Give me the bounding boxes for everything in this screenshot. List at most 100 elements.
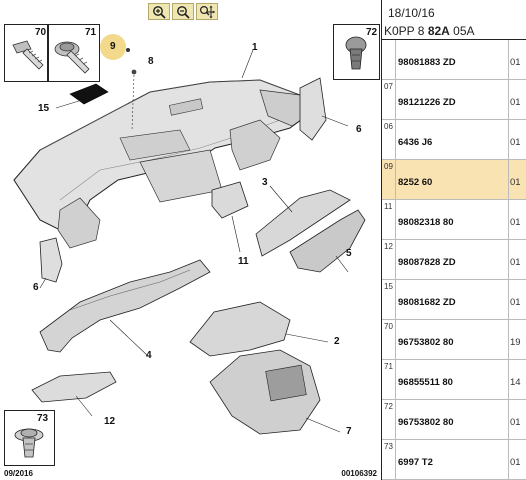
parts-row[interactable]: 07 98121226 ZD 01 — [382, 80, 526, 120]
parts-row[interactable]: 12 98087828 ZD 01 — [382, 240, 526, 280]
column-divider — [508, 360, 509, 399]
row-index-column — [382, 440, 396, 479]
callout-7[interactable]: 7 — [346, 426, 352, 437]
part-number[interactable]: 98082318 80 — [398, 217, 454, 228]
column-divider — [508, 280, 509, 319]
ref-box-71[interactable]: 71 — [48, 24, 100, 82]
part-6-left-bracket[interactable] — [39, 237, 63, 283]
callout-6-left[interactable]: 6 — [33, 282, 39, 293]
callout-12[interactable]: 12 — [104, 416, 116, 427]
callout-9[interactable]: 9 — [110, 41, 116, 52]
part-9-clip[interactable] — [126, 48, 130, 52]
part-4-crossbeam[interactable] — [39, 259, 211, 353]
column-divider — [508, 40, 509, 79]
row-index-column — [382, 400, 396, 439]
callout-6-right[interactable]: 6 — [356, 124, 362, 135]
parts-row[interactable]: 06 6436 J6 01 — [382, 120, 526, 160]
ref-box-label: 71 — [85, 27, 97, 38]
part-number[interactable]: 96753802 80 — [398, 417, 454, 428]
row-index: 12 — [384, 242, 393, 251]
row-index: 07 — [384, 82, 393, 91]
zoom-out-icon — [177, 5, 190, 19]
zoom-out-button[interactable] — [172, 3, 194, 20]
part-number[interactable]: 98081883 ZD — [398, 57, 456, 68]
ref-box-label: 72 — [366, 27, 378, 38]
row-index-column — [382, 320, 396, 359]
part-number[interactable]: 98087828 ZD — [398, 257, 456, 268]
part-quantity: 01 — [510, 257, 521, 268]
part-quantity: 01 — [510, 297, 521, 308]
column-divider — [508, 240, 509, 279]
part-6-right-bracket[interactable] — [299, 77, 327, 141]
row-index: 15 — [384, 282, 393, 291]
part-2-cover[interactable] — [189, 301, 291, 357]
part-number[interactable]: 6436 J6 — [398, 137, 433, 148]
column-divider — [508, 200, 509, 239]
catalog-code-bold: 82A — [427, 24, 450, 38]
callout-15[interactable]: 15 — [38, 103, 50, 114]
catalog-code: K0PP 8 82A 05A — [384, 24, 475, 38]
dashboard-exploded-drawing — [13, 34, 366, 435]
exploded-diagram-panel: 70 71 72 — [4, 0, 382, 480]
ref-box-73[interactable]: 73 — [4, 410, 55, 466]
part-quantity: 01 — [510, 137, 521, 148]
part-3-crossmember[interactable] — [255, 189, 351, 257]
part-quantity: 01 — [510, 97, 521, 108]
row-index: 73 — [384, 442, 393, 451]
row-index-column — [382, 160, 396, 199]
part-12-bracket[interactable] — [31, 371, 117, 403]
column-divider — [508, 160, 509, 199]
callout-5[interactable]: 5 — [346, 248, 352, 259]
diagram-date-footer: 09/2016 — [4, 469, 33, 478]
row-index: 09 — [384, 162, 393, 171]
catalog-date: 18/10/16 — [388, 6, 435, 20]
row-index: 71 — [384, 362, 393, 371]
catalog-code-prefix: K0PP 8 — [384, 24, 428, 38]
part-number[interactable]: 6997 T2 — [398, 457, 433, 468]
part-11-bracket[interactable] — [211, 181, 249, 219]
callout-11[interactable]: 11 — [238, 256, 249, 267]
part-number[interactable]: 96753802 80 — [398, 337, 454, 348]
callout-4[interactable]: 4 — [146, 350, 152, 361]
callout-1[interactable]: 1 — [252, 42, 258, 53]
ref-box-label: 73 — [37, 413, 49, 424]
parts-row[interactable]: 73 6997 T2 01 — [382, 440, 526, 480]
row-index-column — [382, 200, 396, 239]
callout-2[interactable]: 2 — [334, 336, 340, 347]
parts-list-header: 18/10/16 K0PP 8 82A 05A — [382, 0, 526, 40]
part-number[interactable]: 98121226 ZD — [398, 97, 456, 108]
part-number[interactable]: 96855511 80 — [398, 377, 453, 388]
part-5-lower-panel[interactable] — [289, 209, 366, 273]
ref-box-70[interactable]: 70 — [4, 24, 48, 82]
ref-box-72[interactable]: 72 — [333, 24, 380, 80]
zoom-in-button[interactable] — [148, 3, 170, 20]
screw-icon — [12, 40, 44, 70]
part-8-screw[interactable] — [131, 69, 137, 75]
column-divider — [508, 320, 509, 359]
callout-3[interactable]: 3 — [262, 177, 268, 188]
diagram-id-footer: 00106392 — [341, 469, 377, 478]
part-quantity: 01 — [510, 417, 521, 428]
part-15-pad[interactable] — [69, 83, 109, 105]
part-number[interactable]: 98081682 ZD — [398, 297, 456, 308]
dashboard-shell[interactable] — [13, 79, 313, 249]
row-index-column — [382, 280, 396, 319]
callout-8[interactable]: 8 — [148, 56, 154, 67]
catalog-code-suffix: 05A — [449, 24, 475, 38]
parts-row[interactable]: 15 98081682 ZD 01 — [382, 280, 526, 320]
bolt-icon — [54, 41, 90, 74]
pan-button[interactable] — [196, 3, 218, 20]
selected-part-highlight — [100, 34, 126, 60]
part-quantity: 01 — [510, 457, 521, 468]
part-number[interactable]: 8252 60 — [398, 177, 433, 188]
row-index: 06 — [384, 122, 393, 131]
push-clip-icon — [345, 36, 367, 70]
row-index: 11 — [384, 202, 393, 211]
